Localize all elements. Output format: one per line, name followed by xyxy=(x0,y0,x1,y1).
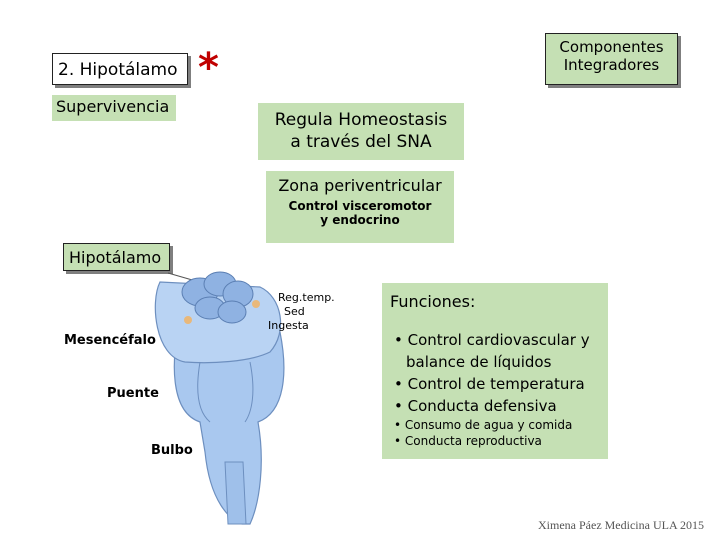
label-puente: Puente xyxy=(107,386,159,401)
functions-list: • Control cardiovascular y balance de lí… xyxy=(394,329,590,417)
components-box: Componentes Integradores xyxy=(545,33,678,85)
hypothalamus-cluster xyxy=(181,271,254,324)
homeostasis-box: Regula Homeostasis a través del SNA xyxy=(258,103,464,160)
zone-sub1: Control visceromotor xyxy=(288,199,432,213)
function-item-cardiovascular: • Control cardiovascular y xyxy=(394,331,590,349)
functions-title: Funciones: xyxy=(390,292,476,311)
title-box: 2. Hipotálamo xyxy=(52,53,188,85)
survival-box: Supervivencia xyxy=(52,95,176,121)
zone-sub2: y endocrino xyxy=(320,213,400,227)
hypothalamus-label: Hipotálamo xyxy=(69,248,162,267)
components-line1: Componentes xyxy=(559,38,664,56)
reg-ingesta-label: Ingesta xyxy=(268,319,309,332)
reg-temp-label: Reg.temp. xyxy=(278,291,335,304)
functions-small-list: • Consumo de agua y comida • Conducta re… xyxy=(394,417,572,449)
label-bulbo: Bulbo xyxy=(151,443,193,458)
function-item-liquidos: balance de líquidos xyxy=(406,353,552,371)
zone-box: Zona periventricular Control visceromoto… xyxy=(266,171,454,243)
label-mesencefalo: Mesencéfalo xyxy=(64,333,156,348)
reg-sed-label: Sed xyxy=(284,305,305,318)
function-item-temperatura: • Control de temperatura xyxy=(394,375,585,393)
homeostasis-line2: a través del SNA xyxy=(290,132,432,152)
asterisk-mark: * xyxy=(198,45,219,91)
brainstem-body xyxy=(173,331,285,525)
spinal-cord xyxy=(224,461,247,525)
footer-credit: Ximena Páez Medicina ULA 2015 xyxy=(538,518,704,532)
function-item-defensiva: • Conducta defensiva xyxy=(394,397,557,415)
functions-box: Funciones: • Control cardiovascular y ba… xyxy=(382,283,608,459)
hypothalamus-label-box: Hipotálamo xyxy=(63,243,170,271)
function-item-reproductiva: • Conducta reproductiva xyxy=(394,434,542,448)
survival-text: Supervivencia xyxy=(56,97,170,116)
function-item-consumo: • Consumo de agua y comida xyxy=(394,418,573,432)
title-text: 2. Hipotálamo xyxy=(58,60,178,80)
components-line2: Integradores xyxy=(563,56,660,74)
zone-title: Zona periventricular xyxy=(278,176,442,195)
homeostasis-line1: Regula Homeostasis xyxy=(274,110,448,130)
reg-labels: Reg.temp. Sed Ingesta xyxy=(268,291,335,333)
brainstem-illustration xyxy=(154,271,285,525)
